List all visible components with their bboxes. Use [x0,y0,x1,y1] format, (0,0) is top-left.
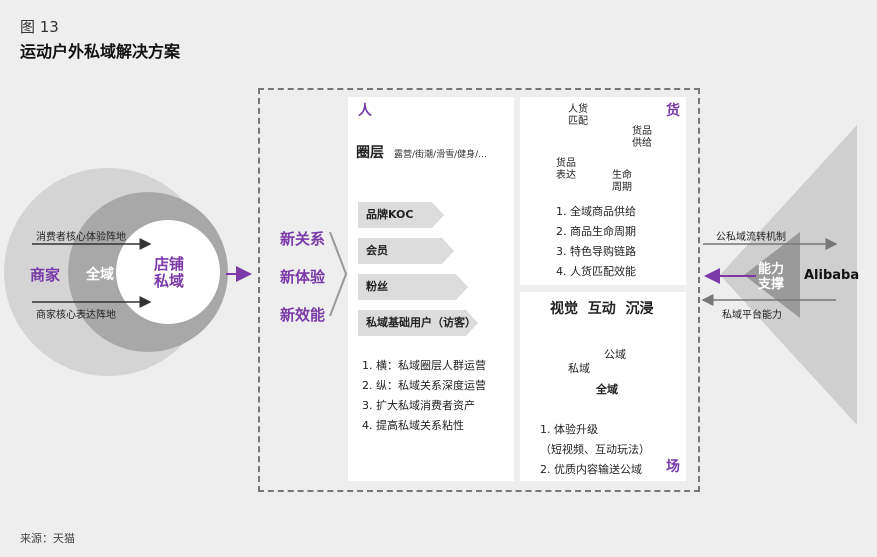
value-new-relationship: 新关系 [280,230,326,248]
list-item: 4. 提高私域关系粘性 [362,419,464,432]
circle-subtitle: 露营/街潮/滑雪/健身/... [394,150,487,160]
chevron-brand-koc: 品牌KOC [358,202,444,228]
merchant-label: 商家 [30,266,61,284]
full-domain-label: 全域 [86,267,114,283]
list-item: 3. 特色导购链路 [556,245,636,258]
list-item: 1. 全域商品供给 [556,205,636,218]
figure-title: 运动户外私域解决方案 [20,42,181,61]
store-private-label: 店铺 私域 [154,255,185,290]
figure-number: 图 13 [20,18,59,36]
chevron-member: 会员 [358,238,454,264]
value-new-experience: 新体验 [280,268,326,286]
panel-goods [520,97,686,285]
cycle-people-goods-match: 人货匹配 [568,104,588,127]
right-bottom-arrow-label: 私域平台能力 [722,310,782,321]
value-new-efficiency: 新效能 [280,306,326,324]
alibaba-label: Alibaba [804,268,860,283]
list-item: 3. 扩大私域消费者资产 [362,399,475,412]
list-item: 2. 优质内容输送公域 [540,463,642,476]
list-item: 1. 体验升级 [540,423,598,436]
solution-frame [258,88,700,492]
list-item: 2. 商品生命周期 [556,225,636,238]
panel-people-corner: 人 [358,103,372,119]
people-list: 1. 横：私域圈层人群运营 2. 纵：私域关系深度运营 3. 扩大私域消费者资产… [362,356,486,436]
source-note: 来源：天猫 [20,532,75,545]
chevron-base-users: 私域基础用户（访客） [358,310,478,336]
panel-goods-corner: 货 [666,103,680,119]
panel-scene-corner: 场 [666,459,680,475]
list-item: （短视频、互动玩法） [540,443,650,456]
values-brace [329,231,348,317]
panel-scene [520,292,686,481]
cycle-lifecycle: 生命周期 [612,170,632,193]
list-item: 1. 横：私域圈层人群运营 [362,359,486,372]
list-item: 2. 纵：私域关系深度运营 [362,379,486,392]
right-top-arrow-label: 公私域流转机制 [716,232,786,243]
support-inner-triangle [744,232,800,318]
venn-public-label: 公域 [604,348,626,361]
cycle-goods-supply: 货品供给 [632,126,652,149]
top-left-arrow-label: 消费者核心体验阵地 [36,232,126,243]
goods-list: 1. 全域商品供给 2. 商品生命周期 3. 特色导购链路 4. 人货匹配效能 [556,202,636,282]
scene-title: 视觉 互动 沉浸 [550,301,654,317]
cycle-goods-expression: 货品表达 [556,158,576,181]
bottom-left-arrow-label: 商家核心表达阵地 [36,310,116,321]
venn-full-label: 全域 [596,383,618,396]
venn-private-label: 私域 [568,362,590,375]
chevron-fans: 粉丝 [358,274,468,300]
list-item: 4. 人货匹配效能 [556,265,636,278]
scene-list: 1. 体验升级 （短视频、互动玩法） 2. 优质内容输送公域 [540,420,650,480]
circle-title: 圈层 [356,145,384,161]
capability-support-label: 能力 支撑 [758,262,785,292]
